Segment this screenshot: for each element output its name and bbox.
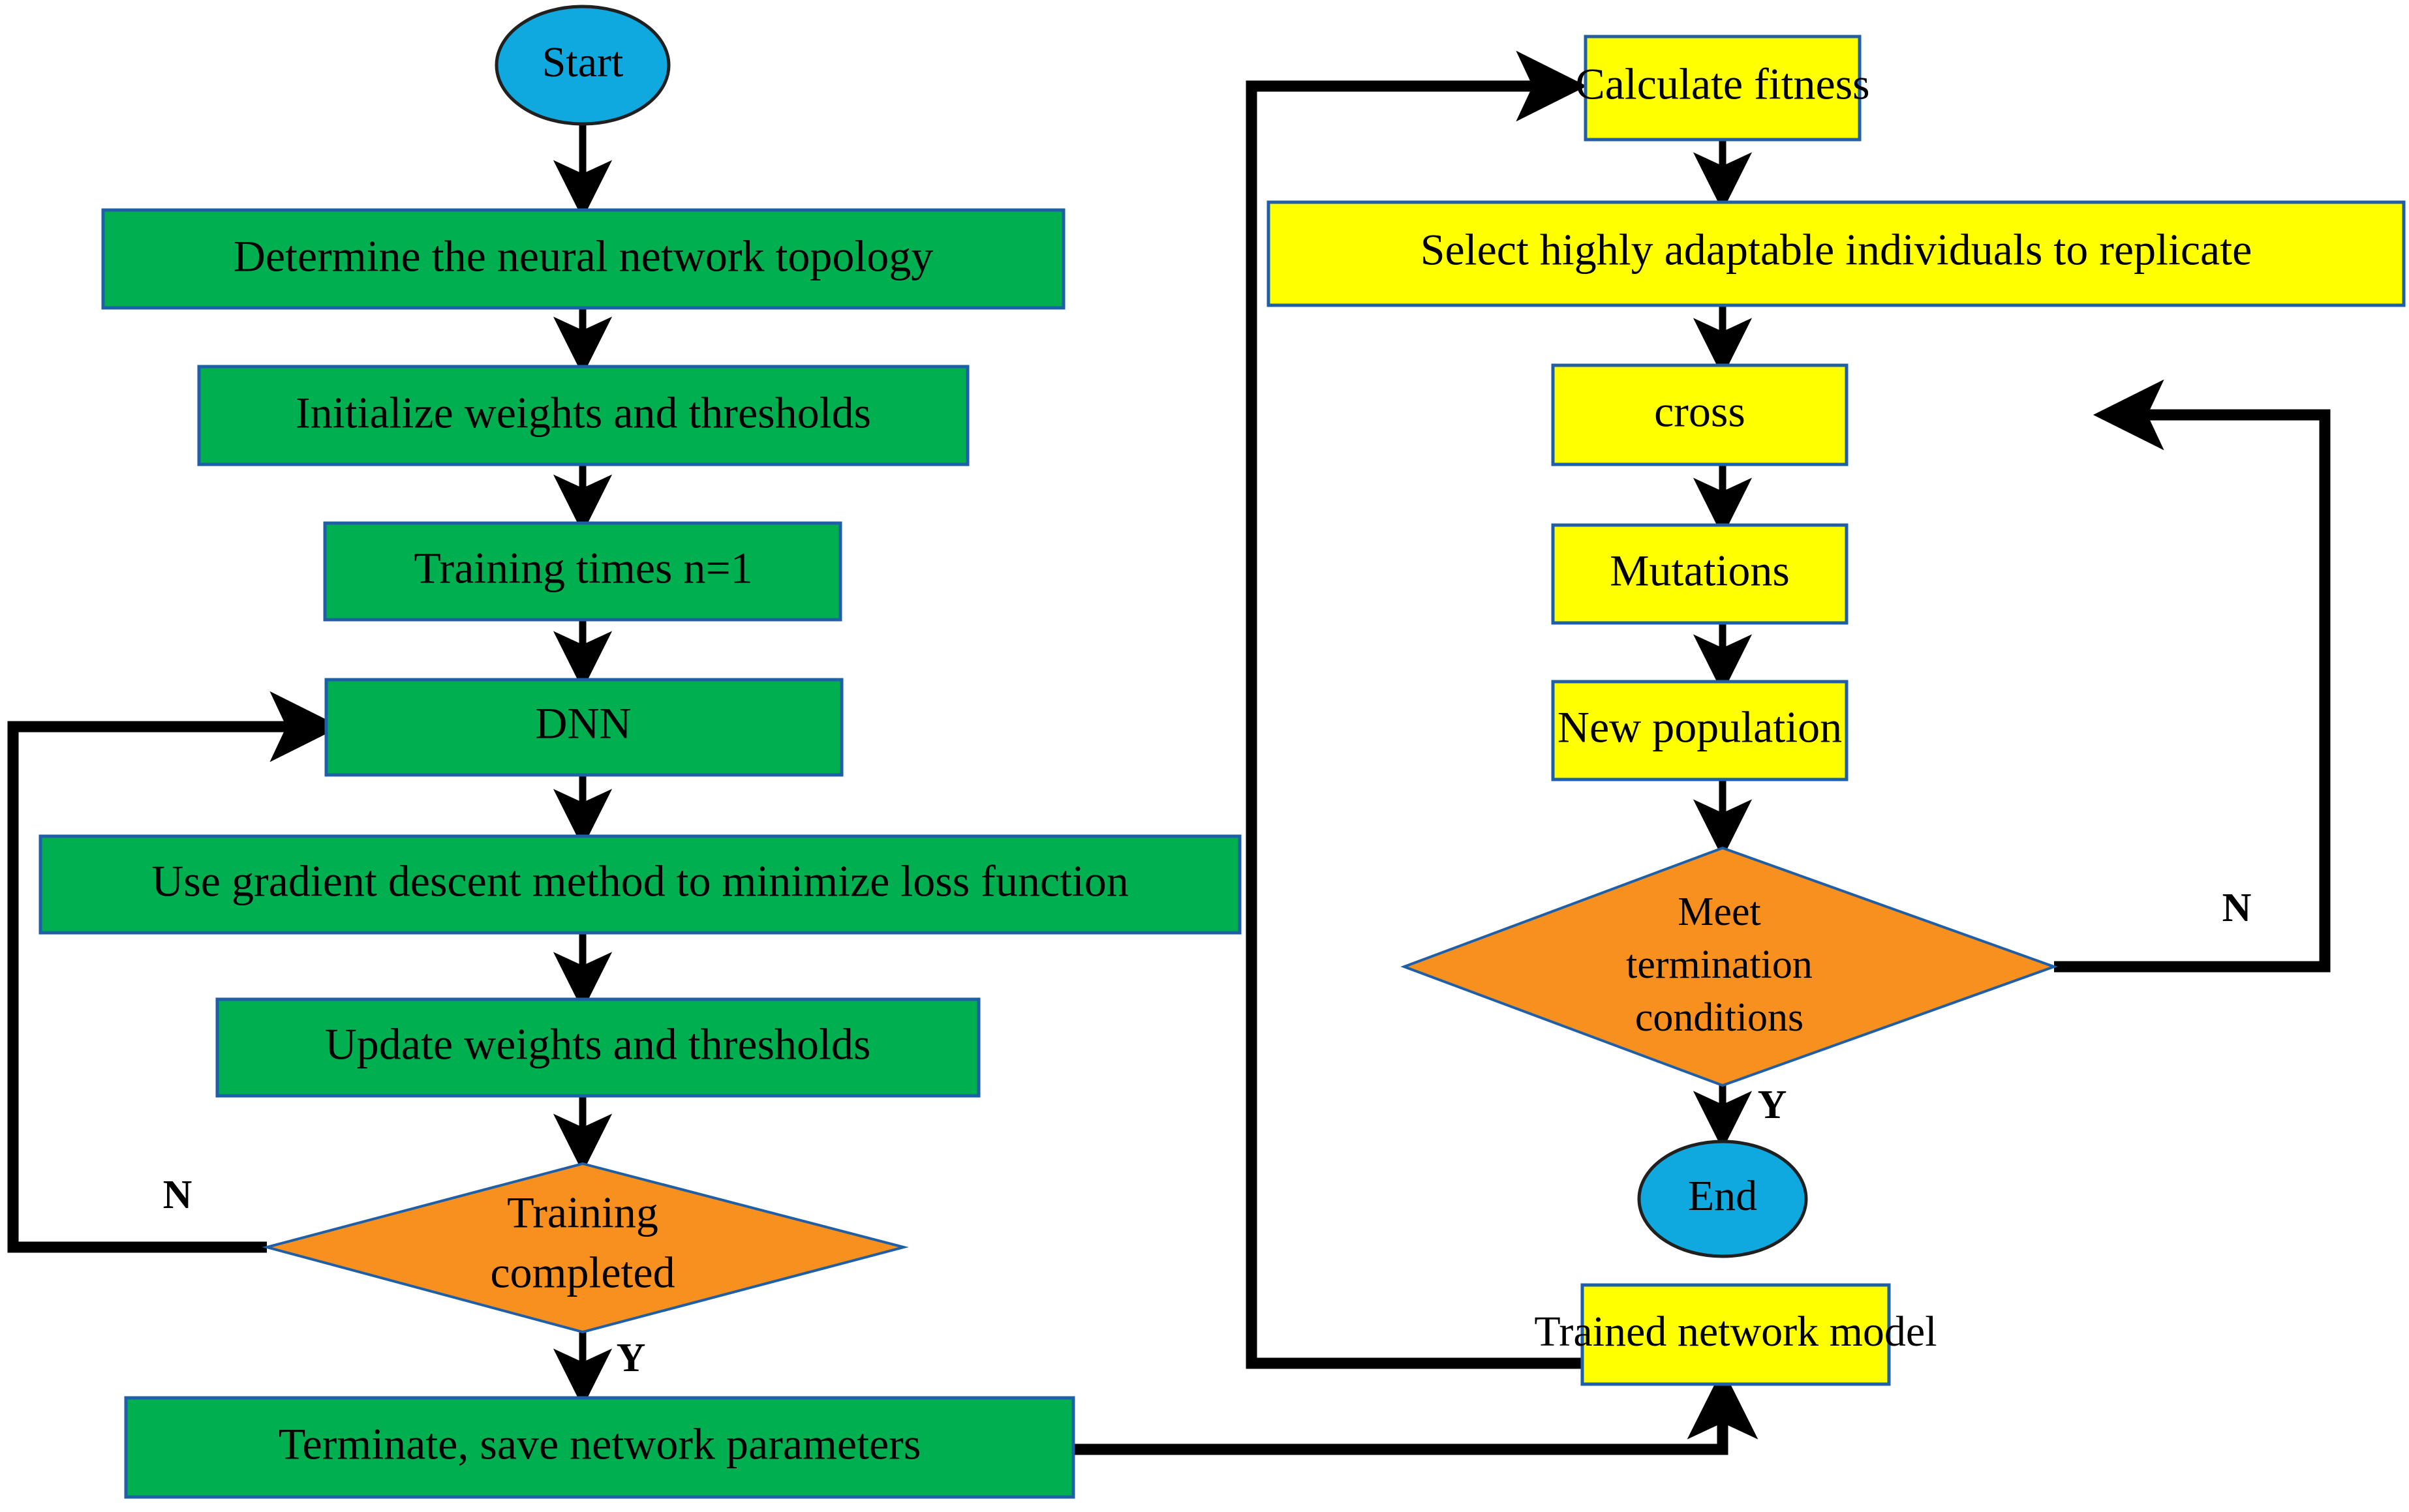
node-terminate-save[interactable]: Terminate, save network parameters [124, 1396, 1075, 1499]
terminate-save-box[interactable] [124, 1396, 1075, 1499]
cross-box[interactable] [1551, 363, 1849, 466]
dnn-box[interactable] [324, 678, 844, 777]
start-ellipse[interactable] [495, 5, 671, 126]
dnn-label: DNN [535, 699, 631, 748]
node-trained-network-model[interactable]: Trained network model [1534, 1283, 1937, 1386]
node-calculate-fitness[interactable]: Calculate fitness [1575, 35, 1870, 142]
node-training-times[interactable]: Training times n=1 [323, 521, 842, 622]
training-completed-diamond[interactable] [262, 1162, 909, 1334]
cross-column-connectors [1073, 50, 1758, 1455]
trained-network-model-label: Trained network model [1534, 1308, 1937, 1355]
node-determine-topology[interactable]: Determine the neural network topology [101, 208, 1066, 310]
training-completed-label-line1: Training [507, 1188, 658, 1237]
training-yes-label: Y [617, 1336, 646, 1380]
trained-network-model-box[interactable] [1580, 1283, 1891, 1386]
node-initialize-weights[interactable]: Initialize weights and thresholds [197, 365, 970, 466]
update-weights-box[interactable] [215, 997, 981, 1098]
training-times-box[interactable] [323, 521, 842, 622]
start-label: Start [542, 38, 624, 86]
new-population-label: New population [1557, 703, 1842, 752]
node-end[interactable]: End [1637, 1140, 1808, 1258]
node-update-weights[interactable]: Update weights and thresholds [215, 997, 981, 1098]
edge-trained-model-to-calculate-fitness [1246, 50, 1588, 1369]
determine-topology-label: Determine the neural network topology [234, 232, 934, 281]
training-times-label: Training times n=1 [414, 543, 752, 593]
edge-training-decision-no-loop [7, 691, 341, 1253]
gradient-descent-label: Use gradient descent method to minimize … [151, 856, 1129, 906]
node-mutations[interactable]: Mutations [1551, 523, 1849, 625]
node-start[interactable]: Start [495, 5, 671, 126]
node-select-individuals[interactable]: Select highly adaptable individuals to r… [1266, 200, 2406, 307]
termination-yes-label: Y [1758, 1083, 1787, 1127]
node-new-population[interactable]: New population [1551, 680, 1849, 781]
mutations-label: Mutations [1610, 546, 1790, 596]
edge-terminate-to-trained-model [1073, 1368, 1758, 1455]
calculate-fitness-label: Calculate fitness [1575, 59, 1869, 109]
calculate-fitness-box[interactable] [1584, 35, 1862, 142]
node-cross[interactable]: cross [1551, 363, 1849, 466]
right-column-connectors [1693, 140, 2331, 1150]
update-weights-label: Update weights and thresholds [325, 1020, 871, 1069]
end-ellipse[interactable] [1637, 1140, 1808, 1258]
determine-topology-box[interactable] [101, 208, 1066, 310]
gradient-descent-box[interactable] [38, 834, 1242, 935]
edge-labels: N Y N Y [163, 886, 2252, 1380]
node-training-completed-decision[interactable]: Training completed [262, 1162, 909, 1334]
left-column-connectors [7, 121, 613, 1408]
initialize-weights-box[interactable] [197, 365, 970, 466]
select-individuals-label: Select highly adaptable individuals to r… [1420, 225, 2252, 275]
termination-no-label: N [2222, 886, 2252, 930]
node-dnn[interactable]: DNN [324, 678, 844, 777]
end-label: End [1688, 1172, 1757, 1220]
cross-label: cross [1654, 387, 1745, 436]
termination-label-line2: termination [1626, 943, 1813, 987]
termination-diamond[interactable] [1400, 846, 2058, 1087]
new-population-box[interactable] [1551, 680, 1849, 781]
initialize-weights-label: Initialize weights and thresholds [296, 388, 871, 438]
terminate-save-label: Terminate, save network parameters [279, 1419, 921, 1469]
training-no-label: N [163, 1173, 192, 1217]
select-individuals-box[interactable] [1266, 200, 2406, 307]
edge-termination-no-loop [2054, 379, 2331, 973]
mutations-box[interactable] [1551, 523, 1849, 625]
node-termination-decision[interactable]: Meet termination conditions [1400, 846, 2058, 1087]
node-gradient-descent[interactable]: Use gradient descent method to minimize … [38, 834, 1242, 935]
termination-label-line1: Meet [1678, 890, 1760, 934]
training-completed-label-line2: completed [490, 1248, 675, 1297]
termination-label-line3: conditions [1635, 995, 1803, 1040]
